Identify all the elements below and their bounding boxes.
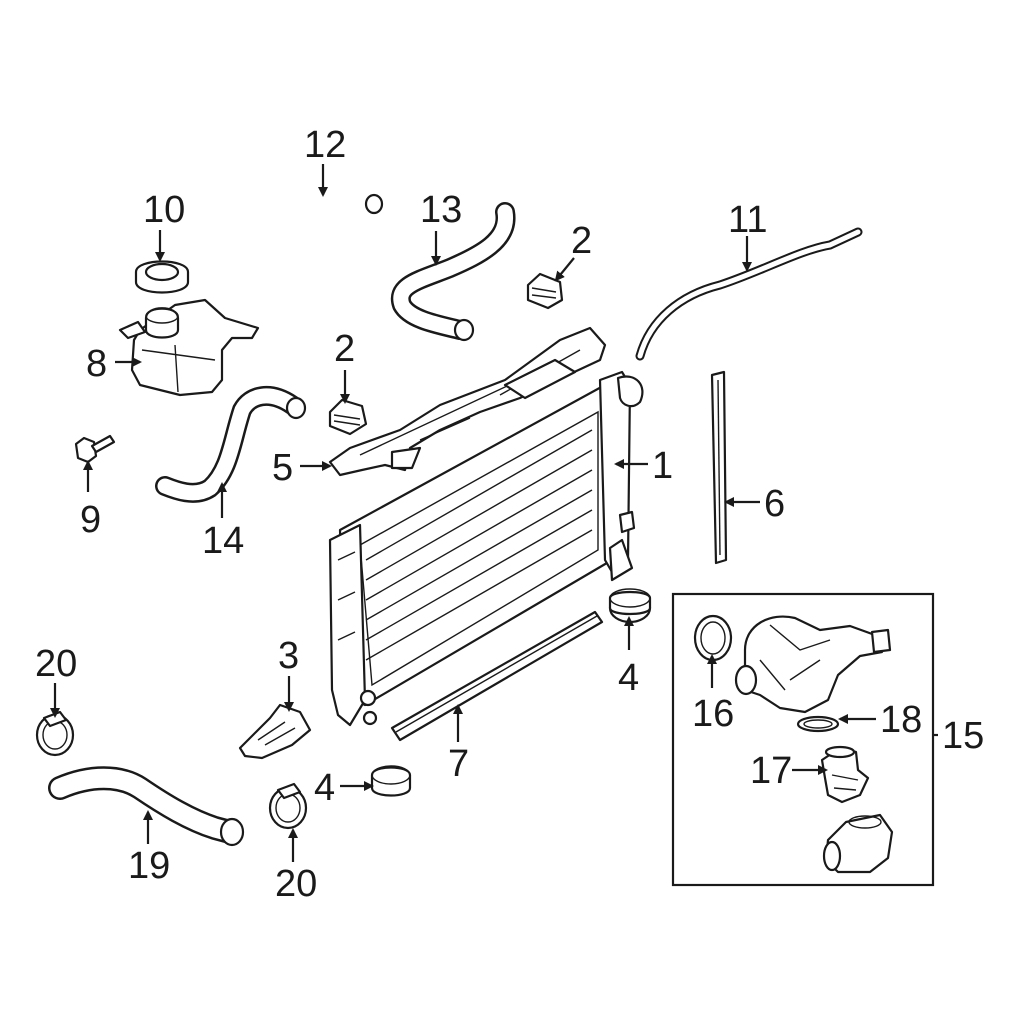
tube-11-part (635, 227, 863, 361)
support-shield-part (328, 326, 607, 477)
hose-14-part (155, 385, 307, 503)
callout-20-upper: 20 (35, 643, 77, 685)
isolator-lower-part (328, 398, 368, 436)
outlet-elbow-part (822, 813, 894, 874)
gasket-part (796, 715, 840, 733)
hose-13-part (390, 202, 516, 342)
thermostat-part (820, 745, 870, 804)
bracket-part (238, 703, 312, 760)
seal-ring-part (693, 614, 733, 662)
callout-2-lower: 2 (334, 328, 355, 370)
clamp-lower-part (268, 782, 308, 830)
callout-20-lower: 20 (275, 863, 317, 905)
callout-18: 18 (880, 699, 922, 741)
isolator-upper-part (526, 272, 564, 310)
callout-4-right: 4 (618, 657, 639, 699)
callout-12: 12 (304, 124, 346, 166)
callout-7: 7 (448, 743, 469, 785)
callout-5: 5 (272, 447, 293, 489)
callout-9: 9 (80, 499, 101, 541)
callout-19: 19 (128, 845, 170, 887)
callout-6: 6 (764, 483, 785, 525)
coolant-reservoir-part (118, 298, 260, 397)
reservoir-cap-part (134, 260, 190, 294)
callout-1: 1 (652, 445, 673, 487)
callout-13: 13 (420, 189, 462, 231)
bolt-part (74, 434, 116, 464)
callout-11: 11 (728, 199, 767, 241)
callout-17: 17 (750, 750, 792, 792)
callout-10: 10 (143, 189, 185, 231)
hose-12-part (258, 193, 384, 265)
callout-4-lower: 4 (314, 767, 335, 809)
air-seal-lower-part (390, 610, 604, 742)
isolator-round-right-part (608, 588, 652, 624)
callout-8: 8 (86, 343, 107, 385)
callout-16: 16 (692, 693, 734, 735)
leader-lines (50, 164, 938, 862)
radiator-part (328, 370, 644, 727)
callout-2-upper: 2 (571, 220, 592, 262)
air-seal-side-part (710, 370, 728, 565)
clamp-upper-part (35, 710, 75, 757)
callout-14: 14 (202, 520, 244, 562)
callout-15: 15 (942, 715, 984, 757)
thermostat-assembly-frame (671, 592, 935, 887)
callout-3: 3 (278, 635, 299, 677)
thermostat-housing-part (734, 615, 892, 714)
isolator-round-lower-part (370, 765, 412, 797)
hose-19-part (48, 766, 245, 847)
